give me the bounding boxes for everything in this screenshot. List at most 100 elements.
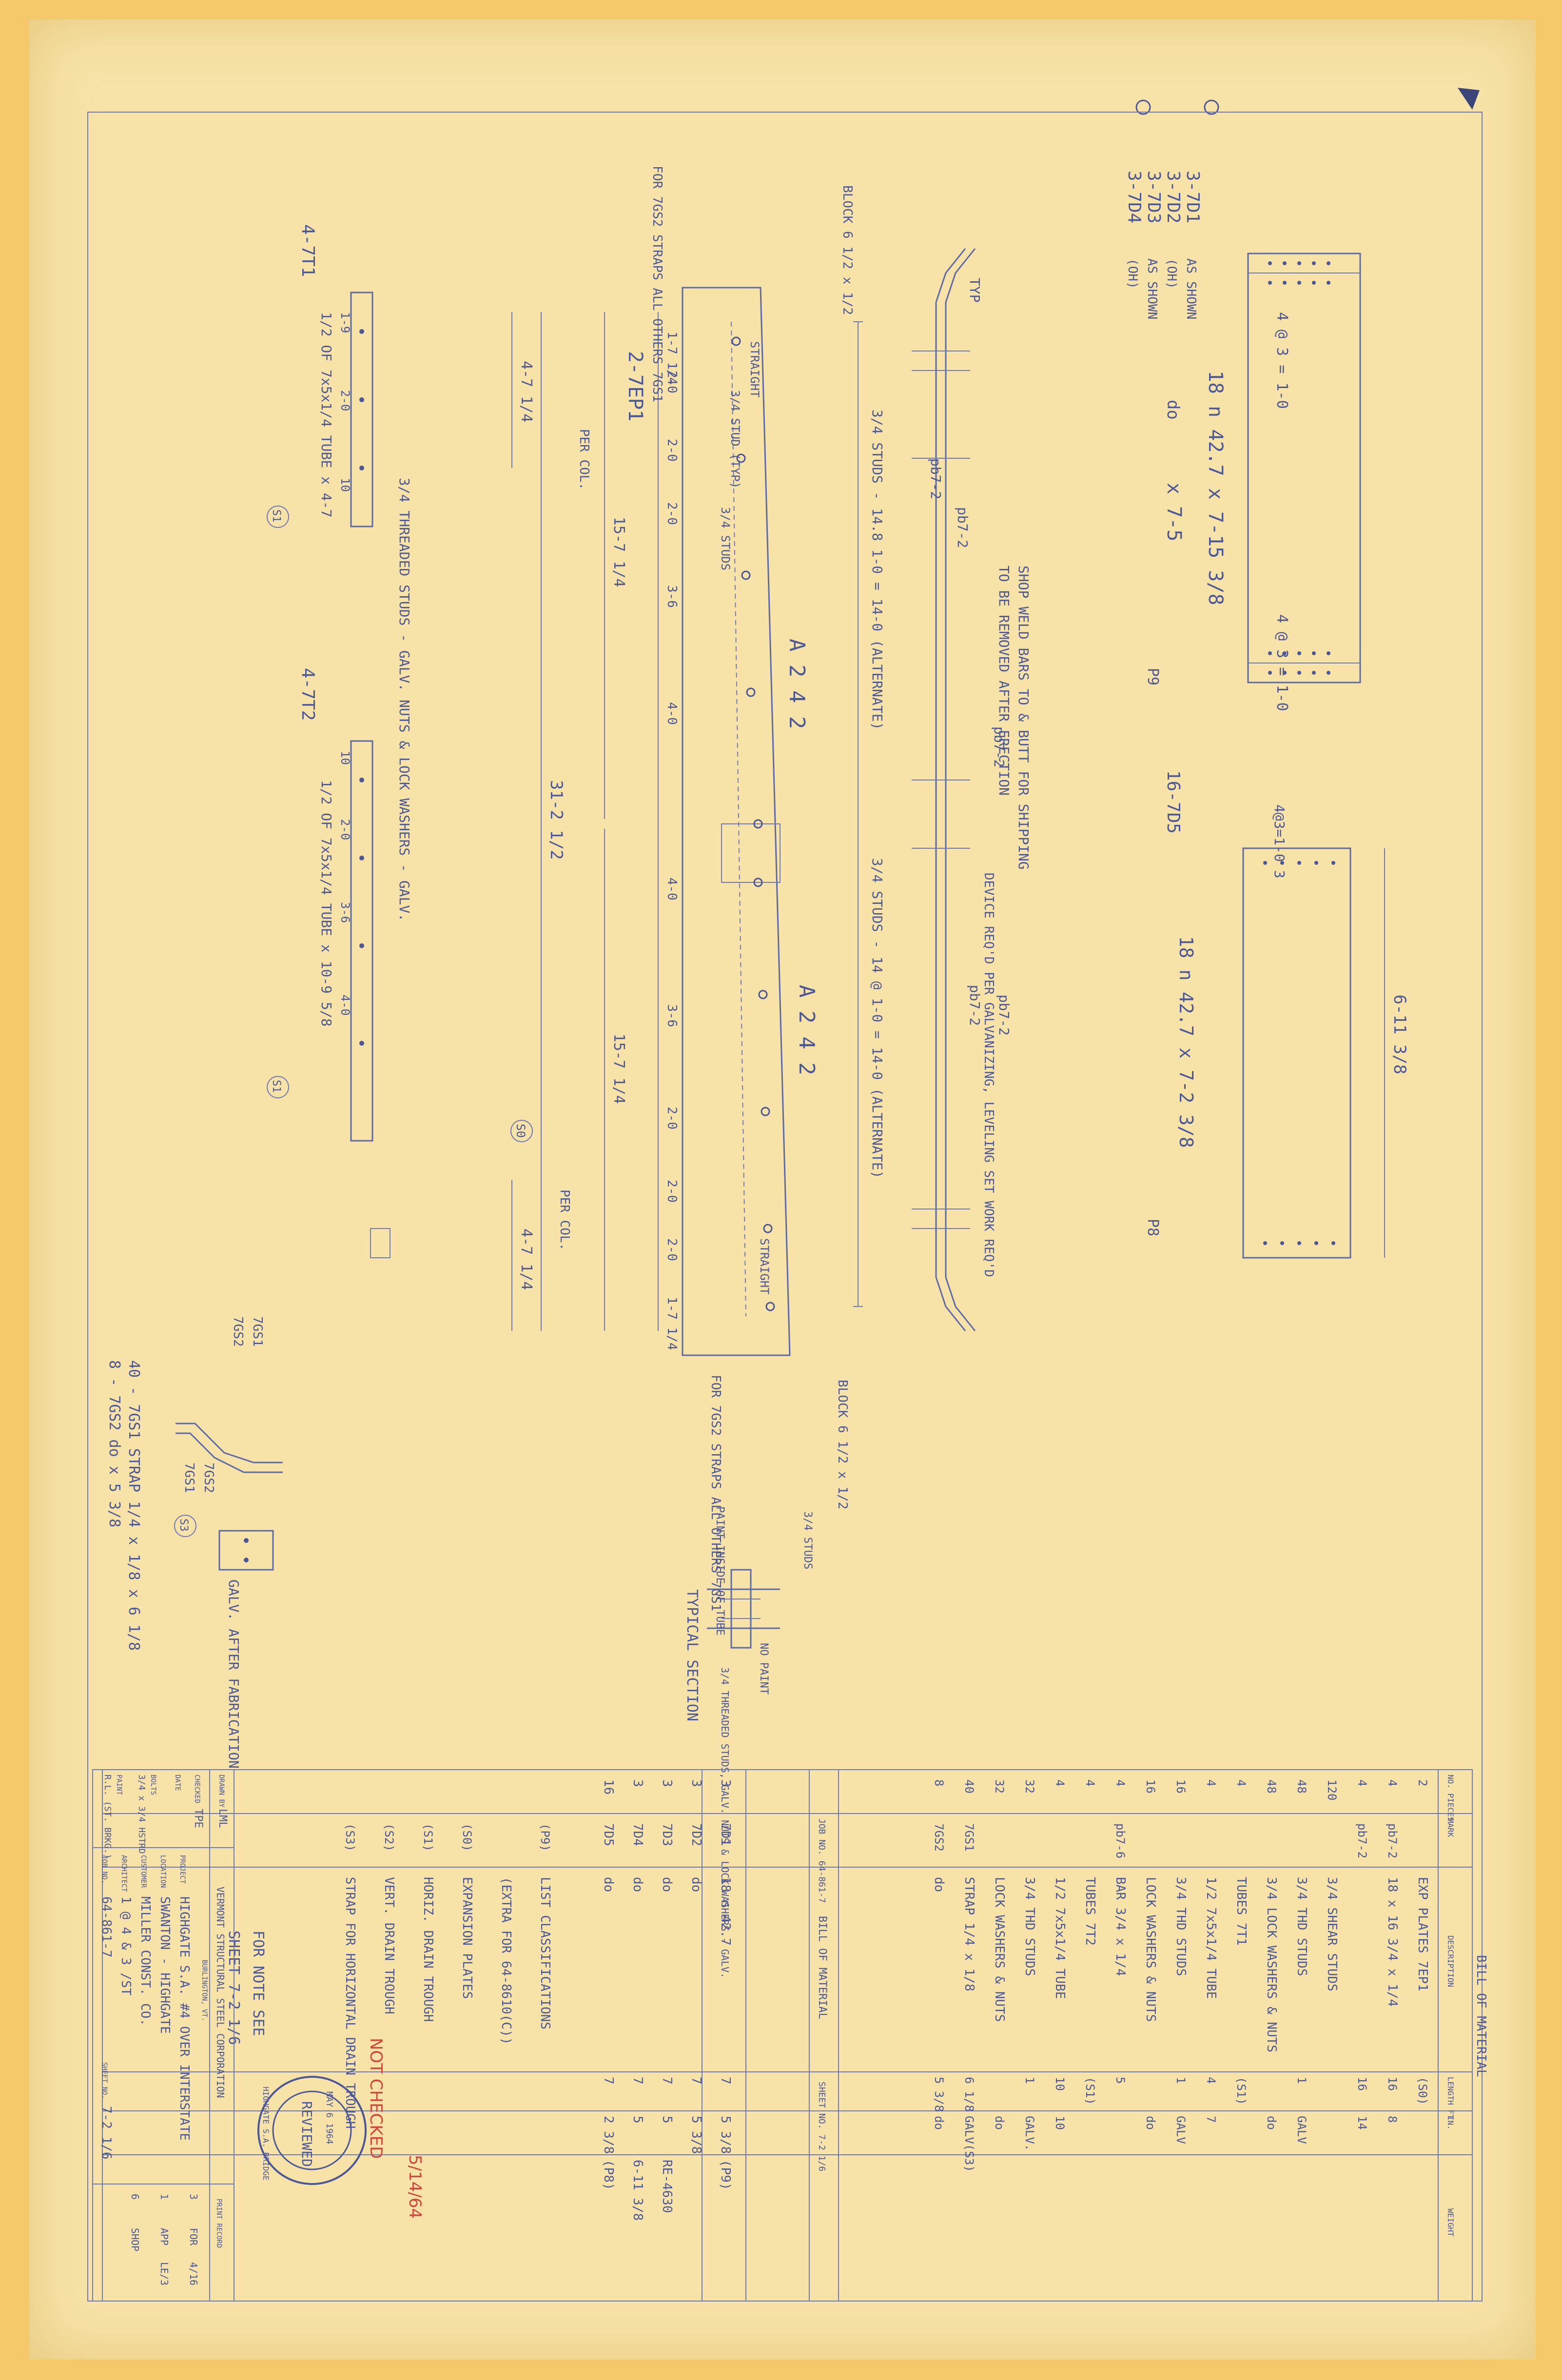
block-bottom: BLOCK 6 1/2 x 1/2: [835, 1380, 850, 1509]
bom-cell: 14: [1355, 2116, 1369, 2130]
bom2-cell: 3: [718, 1779, 733, 1787]
end-dim: 4-7 1/4: [518, 361, 535, 422]
job-label: JOB NO.: [100, 1855, 108, 1884]
p9-note: (OH): [1125, 258, 1140, 289]
bom2-cell: 3: [689, 1779, 703, 1787]
p8-title: 18 n 42.7 x 7-2 3/8: [1175, 936, 1197, 1148]
bom-cell: 4: [1053, 1779, 1067, 1786]
p9-note: AS SHOWN: [1145, 258, 1159, 319]
seg-dim: 2-0: [664, 1238, 679, 1261]
stamp-date: MAY 6 1964: [324, 2091, 334, 2144]
checked: TPE: [192, 1809, 204, 1828]
bom-col: NO. PIECES: [1446, 1775, 1455, 1821]
print-record-cell: 3: [188, 2194, 199, 2200]
typical-section: TYPICAL SECTION PAINT INSIDE OF TUBE 3/4…: [683, 1506, 814, 1978]
bom-subheader: BILL OF MATERIAL: [816, 1916, 828, 2019]
strap-note: FOR 7GS2 STRAPS ALL OTHERS 7GS1: [708, 1375, 723, 1611]
bom-cell: 5: [1113, 2077, 1127, 2084]
bom-cell: 5 3/8: [932, 2077, 946, 2112]
print-record-cell: APP: [158, 2228, 170, 2245]
bom-cell: 6 1/8: [962, 2077, 976, 2112]
bom-cell: 4: [1113, 1779, 1127, 1786]
bom-cell: 3/4 THD STUDS: [1022, 1877, 1037, 1976]
bom-cell: TUBES 7T1: [1234, 1877, 1249, 1946]
bill-of-material: BILL OF MATERIAL NO. PIECES MARK DESCRIP…: [702, 1769, 1488, 2302]
bom-col: WEIGHT: [1446, 2208, 1455, 2237]
rail-tab: pb7-2: [928, 458, 944, 499]
stamp-text: REVIEWED: [299, 2101, 315, 2167]
stamp-ring: HIGHGATE S.A. BRIDGE: [261, 2087, 271, 2181]
bom2-cell: do: [660, 1877, 674, 1892]
bom-cell: 1: [1023, 2077, 1036, 2084]
overall-dim: 31-2 1/2: [547, 780, 566, 860]
company-city: BURLINGTON, VT.: [200, 1960, 208, 2021]
seg-dim: 2-0: [664, 1107, 679, 1130]
customer: MILLER CONST. CO.: [138, 1896, 153, 2026]
bom-cell: pb7-6: [1113, 1823, 1127, 1858]
t2-desc: 1/2 OF 7x5x1/4 TUBE x 10-9 5/8: [318, 780, 334, 1027]
block-top: BLOCK 6 1/2 x 1/2: [840, 185, 855, 315]
red-note: NOT CHECKED: [366, 2038, 386, 2159]
project: HIGHGATE S.A. #4 OVER INTERSTATE: [177, 1896, 192, 2141]
bom-cell: 120: [1325, 1779, 1339, 1800]
location-label: LOCATION: [159, 1855, 167, 1888]
t2-dim: 3-6: [338, 902, 352, 923]
seg-dim: 3-6: [664, 1004, 679, 1027]
bom2-cell: 7: [689, 2077, 703, 2085]
straight-label: STRAIGHT: [748, 341, 761, 398]
bom2-cell: 18 n 42.7: [718, 1877, 733, 1946]
architect-label: ARCHITECT: [120, 1855, 128, 1892]
t2-dim: 10: [338, 751, 352, 765]
bom-cell: (S1): [1234, 2077, 1248, 2105]
legend-ref: (S2): [382, 1823, 396, 1852]
p8-mark: 16-7D5: [1163, 770, 1183, 834]
bolts: 3/4 x 3/4 HSTRD: [137, 1775, 147, 1854]
bom2-cell: 5: [660, 2116, 674, 2124]
bom-cell: do: [932, 2116, 946, 2130]
strap-ref: S3: [177, 1519, 190, 1532]
bom-cell: 8: [932, 1779, 946, 1786]
bom2-cell: 7D4: [630, 1823, 645, 1846]
checked-label: CHECKED: [193, 1775, 201, 1803]
bom-cell: 4: [1083, 1779, 1097, 1786]
customer-label: CUSTOMER: [139, 1855, 147, 1888]
bom-cell: 10: [1053, 2077, 1067, 2091]
bom-cell: GALV.: [1023, 2116, 1036, 2151]
rail-tab: pb7-2: [996, 995, 1012, 1035]
drawn: LML: [216, 1809, 229, 1828]
paint-label: PAINT: [115, 1775, 123, 1795]
bom2-cell: 16: [601, 1779, 616, 1795]
legend-ref: (P9): [538, 1823, 552, 1852]
bom2-cell: 5: [630, 2116, 645, 2124]
per-col: PER COL.: [557, 1190, 572, 1250]
bom2-cell: do: [689, 1877, 703, 1892]
drawing-sheet: 18 n 42.7 x 7-15 3/8 4 @ 3 = 1-0 4 @ 3 =…: [29, 20, 1536, 2360]
section-note: NO PAINT: [758, 1643, 770, 1695]
p8-label: P8: [1144, 1219, 1161, 1236]
shop-drawing: 18 n 42.7 x 7-15 3/8 4 @ 3 = 1-0 4 @ 3 =…: [87, 88, 1488, 2302]
bom-cell: STRAP 1/4 x 1/8: [962, 1877, 976, 1991]
job-no: 64-861-7: [99, 1896, 114, 1957]
print-record: PRINT RECORD: [215, 2199, 223, 2248]
bom-cell: BAR 3/4 x 1/4: [1113, 1877, 1128, 1976]
studs-note: 3/4 STUDS - 14 @ 1-0 = 14-0 (ALTERNATE): [869, 858, 885, 1178]
bom-cell: 48: [1295, 1779, 1308, 1794]
p9-note: (OH): [1164, 258, 1179, 289]
strap-label: 7GS2: [201, 1463, 216, 1493]
rail-tab: pb7-2: [991, 726, 1007, 767]
bom2-cell: (P9): [718, 2160, 733, 2190]
seg-dim: 3-6: [664, 585, 679, 608]
bom-cell: GALV: [1295, 2116, 1308, 2144]
bom-cell: 32: [1023, 1779, 1036, 1794]
stud-typ: 3/4 STUD (TYP): [728, 390, 742, 488]
legend-text: EXPANSION PLATES: [460, 1877, 474, 1999]
seg-dim: 2-0: [664, 1180, 679, 1203]
bom-col: MARK: [1446, 1818, 1455, 1837]
bom2-cell: 6-11 3/8: [630, 2160, 645, 2221]
bom-cell: 4: [1204, 1779, 1218, 1786]
legend-text: LIST CLASSIFICATIONS: [538, 1877, 552, 2029]
bom-cell: do: [993, 2116, 1006, 2130]
plate-p9: 18 n 42.7 x 7-15 3/8 4 @ 3 = 1-0 4 @ 3 =…: [1124, 171, 1361, 711]
punch-hole: [1135, 99, 1151, 115]
project-label: PROJECT: [178, 1855, 186, 1884]
